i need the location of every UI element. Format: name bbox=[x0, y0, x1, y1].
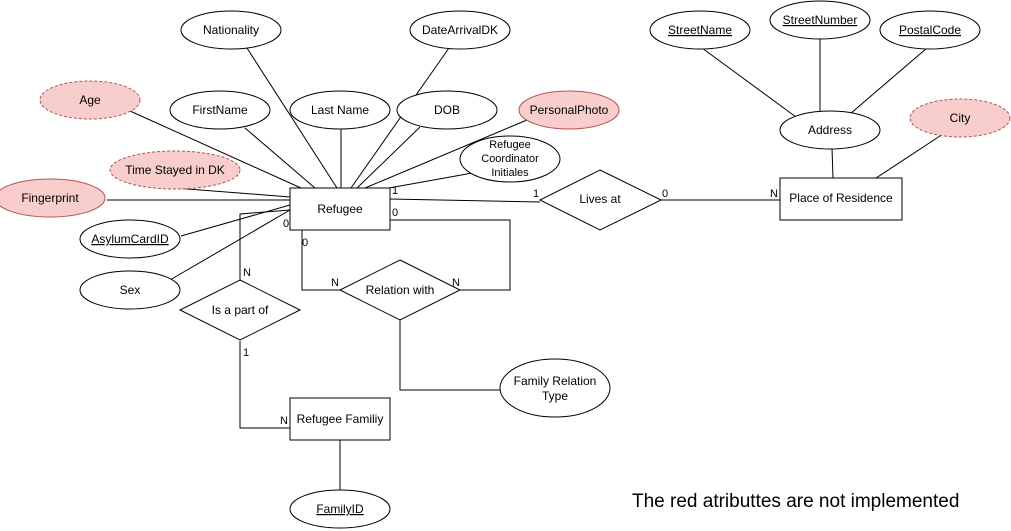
card-residence: N bbox=[770, 188, 778, 200]
cardinalities: 1 1 0 N 0 0 N N 0 N 1 N bbox=[243, 185, 778, 427]
edge-photo bbox=[364, 119, 528, 189]
attribute-sex: Sex bbox=[79, 270, 181, 310]
card-relation-left: N bbox=[331, 277, 339, 289]
edge-timestayed bbox=[174, 187, 291, 198]
card-refugee-part: 0 bbox=[283, 218, 289, 230]
edge-isapartof-family bbox=[239, 341, 290, 429]
edges bbox=[107, 38, 944, 490]
relationship-livesat: Lives at bbox=[538, 169, 663, 231]
attribute-streetnumber-label: StreetNumber bbox=[783, 13, 858, 27]
edge-sex bbox=[169, 209, 291, 281]
attribute-address: Address bbox=[779, 110, 881, 150]
attribute-lastname-label: Last Name bbox=[311, 103, 369, 117]
card-refugee-self-top: 0 bbox=[392, 207, 398, 219]
attribute-streetname-label: StreetName bbox=[668, 23, 732, 37]
attribute-nationality-label: Nationality bbox=[203, 23, 259, 37]
attribute-streetnumber: StreetNumber bbox=[769, 0, 871, 40]
edge-postalcode bbox=[849, 47, 928, 115]
edge-dob bbox=[356, 126, 421, 189]
edge-firstname bbox=[244, 127, 316, 189]
attribute-personalphoto-label: PersonalPhoto bbox=[530, 103, 609, 117]
card-part-top: N bbox=[243, 267, 251, 279]
attribute-personalphoto: PersonalPhoto bbox=[518, 90, 620, 130]
attribute-familyrelationtype-line1: Family Relation bbox=[514, 374, 597, 388]
edge-datearrival bbox=[350, 47, 450, 189]
relationship-isapartof-label: Is a part of bbox=[212, 303, 269, 317]
attribute-coordinator-line1: Refugee bbox=[489, 139, 531, 151]
attribute-asylumcardid: AsylumCardID bbox=[79, 219, 181, 259]
entity-refugeefamily: Refugee Familiy bbox=[289, 397, 391, 441]
edge-refugee-isapartof bbox=[239, 209, 291, 280]
entity-refugeefamily-label: Refugee Familiy bbox=[297, 412, 384, 426]
attribute-city: City bbox=[909, 98, 1011, 138]
attribute-dob: DOB bbox=[396, 90, 498, 130]
edge-refugee-relation-right bbox=[390, 219, 511, 291]
relationship-relationwith: Relation with bbox=[338, 259, 462, 321]
edge-coordinator bbox=[388, 171, 479, 189]
edge-asylumcard bbox=[180, 204, 291, 237]
attribute-coordinatorinitiales: Refugee Coordinator Initiales bbox=[459, 135, 561, 183]
card-refugee-livesat: 1 bbox=[392, 185, 398, 197]
attribute-fingerprint: Fingerprint bbox=[0, 178, 106, 218]
attribute-sex-label: Sex bbox=[120, 283, 141, 297]
attribute-familyrelationtype-line2: Type bbox=[542, 389, 568, 403]
relationship-relationwith-label: Relation with bbox=[366, 283, 435, 297]
edge-refugee-relation-left bbox=[301, 230, 340, 291]
attribute-firstname-label: FirstName bbox=[192, 103, 248, 117]
edge-address-residence bbox=[831, 147, 834, 179]
attribute-coordinator-line3: Initiales bbox=[491, 167, 529, 179]
attribute-age-label: Age bbox=[79, 93, 101, 107]
relationship-isapartof: Is a part of bbox=[178, 279, 302, 341]
attribute-city-label: City bbox=[950, 111, 971, 125]
card-livesat-right: 0 bbox=[662, 188, 668, 200]
attribute-asylumcardid-label: AsylumCardID bbox=[91, 232, 169, 246]
legend-note: The red atributtes are not implemented bbox=[632, 491, 959, 512]
edge-relation-type bbox=[399, 320, 500, 391]
card-refugee-self-bottom: 0 bbox=[302, 237, 308, 249]
attribute-fingerprint-label: Fingerprint bbox=[21, 191, 79, 205]
entity-refugee-label: Refugee bbox=[317, 202, 363, 216]
card-part-bottom: 1 bbox=[243, 347, 249, 359]
card-relation-right: N bbox=[452, 277, 460, 289]
attribute-age: Age bbox=[39, 80, 141, 120]
entity-placeofresidence-label: Place of Residence bbox=[789, 191, 893, 205]
attribute-datearrivaldk: DateArrivalDK bbox=[409, 10, 511, 50]
edge-city-residence bbox=[869, 133, 944, 183]
entity-placeofresidence: Place of Residence bbox=[779, 177, 903, 221]
attribute-address-label: Address bbox=[808, 123, 852, 137]
card-family: N bbox=[280, 415, 288, 427]
attribute-familyrelationtype: Family Relation Type bbox=[499, 358, 611, 418]
attribute-timestayedindk: Time Stayed in DK bbox=[109, 150, 241, 190]
relationship-livesat-label: Lives at bbox=[579, 192, 621, 206]
attribute-timestayedindk-label: Time Stayed in DK bbox=[125, 163, 225, 177]
attribute-familyid-label: FamilyID bbox=[316, 502, 364, 516]
edge-streetname bbox=[701, 47, 797, 118]
edge-nationality bbox=[246, 47, 338, 189]
attribute-firstname: FirstName bbox=[169, 90, 271, 130]
attribute-dob-label: DOB bbox=[434, 103, 460, 117]
attribute-familyid: FamilyID bbox=[289, 489, 391, 529]
attribute-streetname: StreetName bbox=[649, 10, 751, 50]
attribute-nationality: Nationality bbox=[180, 10, 282, 50]
edge-age bbox=[129, 110, 302, 189]
attribute-datearrivaldk-label: DateArrivalDK bbox=[422, 23, 498, 37]
entity-refugee: Refugee bbox=[289, 187, 391, 231]
card-livesat-left: 1 bbox=[533, 188, 539, 200]
attribute-postalcode-label: PostalCode bbox=[899, 23, 961, 37]
attribute-postalcode: PostalCode bbox=[879, 10, 981, 50]
attribute-coordinator-line2: Coordinator bbox=[481, 153, 539, 165]
attribute-lastname: Last Name bbox=[289, 90, 391, 130]
edge-refugee-livesat bbox=[389, 198, 541, 203]
